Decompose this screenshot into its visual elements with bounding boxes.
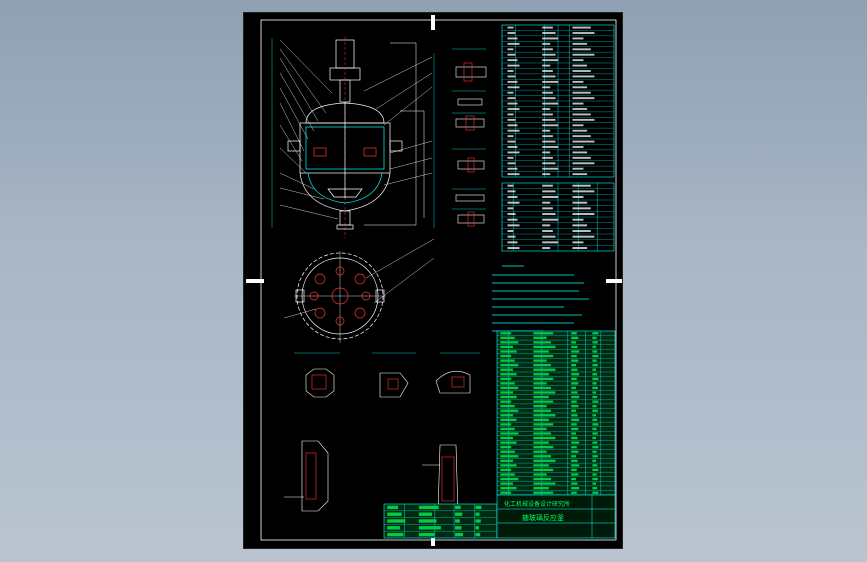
revision-table	[383, 503, 498, 539]
leader-lines-right	[363, 56, 433, 186]
design-spec-table	[501, 24, 615, 178]
nozzle-detail-views	[452, 48, 487, 227]
vessel-elevation-view	[271, 37, 435, 238]
title-block: 化工机械设备设计研究所 搪玻璃反应釜	[496, 494, 616, 539]
centering-marks	[246, 15, 622, 546]
title-block-company: 化工机械设备设计研究所	[504, 500, 570, 508]
cad-drawing: 化工机械设备设计研究所 搪玻璃反应釜	[246, 15, 622, 546]
technical-notes	[492, 265, 589, 332]
drawing-sheet: 化工机械设备设计研究所 搪玻璃反应釜	[244, 13, 622, 548]
leader-lines-left	[279, 39, 339, 220]
nozzle-table	[501, 182, 615, 252]
parts-list-table	[496, 330, 616, 496]
vessel-plan-view	[283, 238, 435, 343]
drawing-title: 搪玻璃反应釜	[522, 513, 564, 522]
section-details	[284, 352, 480, 514]
